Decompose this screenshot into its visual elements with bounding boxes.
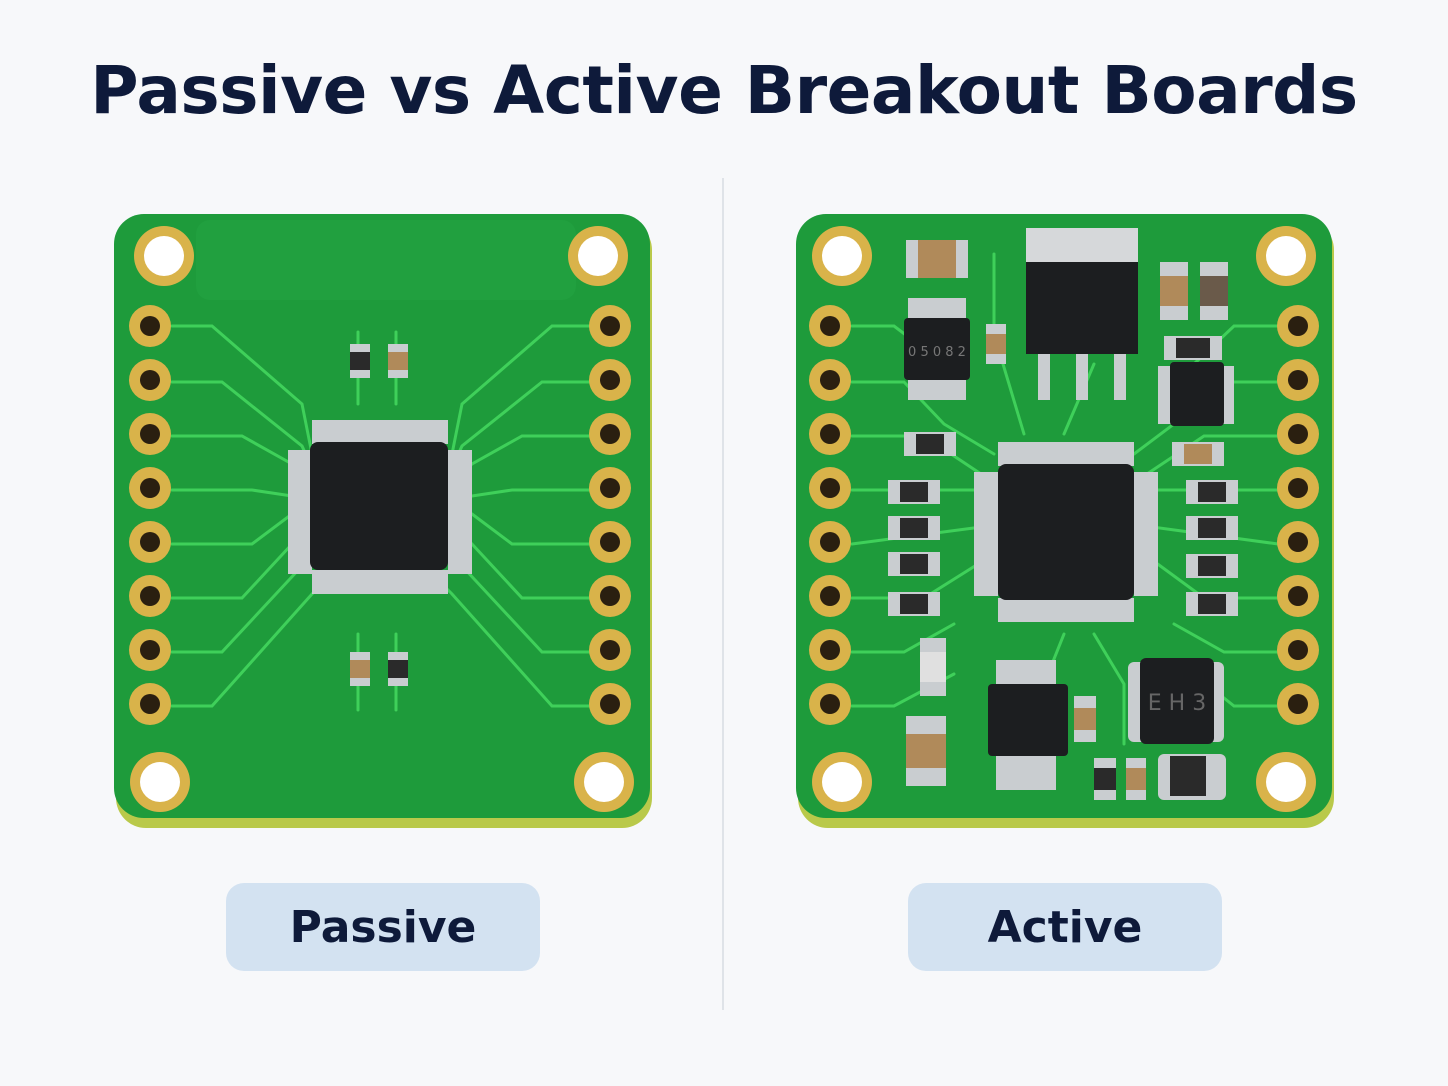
header-pin-hole — [140, 532, 160, 552]
header-pin-hole — [1288, 586, 1308, 606]
header-pin-hole — [600, 640, 620, 660]
header-pin-hole — [1288, 316, 1308, 336]
header-pin-hole — [140, 586, 160, 606]
chip-marking-1: 0 5 0 8 2 — [908, 345, 966, 360]
header-pin-hole — [600, 694, 620, 714]
header-pin-hole — [1288, 424, 1308, 444]
chip-marking-2: E H 3 — [1148, 691, 1206, 716]
header-pin-hole — [140, 424, 160, 444]
header-pin-hole — [1288, 478, 1308, 498]
header-pin-hole — [140, 370, 160, 390]
active-board-illustration: 0 5 0 8 2 E H 3 — [796, 214, 1334, 828]
header-pin-hole — [820, 586, 840, 606]
header-pin-hole — [140, 694, 160, 714]
header-pin-hole — [140, 640, 160, 660]
passive-label: Passive — [226, 883, 540, 971]
active-breakout-board: 0 5 0 8 2 E H 3 — [794, 214, 1338, 834]
center-divider — [722, 178, 724, 1010]
page-title: Passive vs Active Breakout Boards — [90, 52, 1358, 129]
header-pin-hole — [1288, 532, 1308, 552]
header-pin-hole — [1288, 640, 1308, 660]
header-pin-hole — [1288, 370, 1308, 390]
header-pin-hole — [600, 370, 620, 390]
header-pin-hole — [820, 478, 840, 498]
header-pin-hole — [820, 532, 840, 552]
passive-breakout-board — [112, 214, 658, 834]
header-pin-hole — [600, 424, 620, 444]
header-pin-hole — [820, 370, 840, 390]
header-pin-hole — [820, 316, 840, 336]
active-label: Active — [908, 883, 1222, 971]
header-pin-hole — [600, 478, 620, 498]
header-pin-hole — [600, 532, 620, 552]
header-pin-hole — [140, 478, 160, 498]
header-pin-hole — [600, 316, 620, 336]
header-pin-hole — [140, 316, 160, 336]
passive-board-illustration — [114, 214, 652, 828]
header-pin-hole — [820, 424, 840, 444]
header-pin-hole — [820, 694, 840, 714]
header-pin-hole — [820, 640, 840, 660]
header-pin-hole — [600, 586, 620, 606]
header-pin-hole — [1288, 694, 1308, 714]
